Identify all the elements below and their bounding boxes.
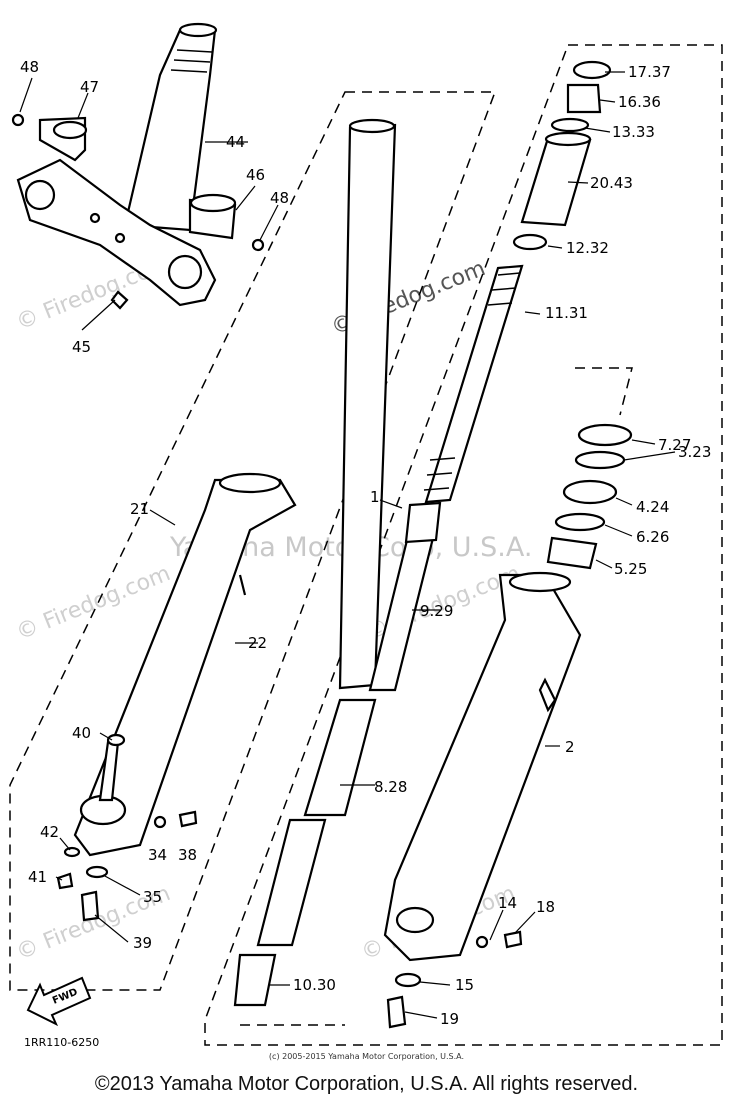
seal-4 [562, 479, 618, 505]
axle-clamp-2 [395, 906, 435, 934]
bolt-48b [251, 238, 265, 252]
spacer-top [544, 131, 592, 147]
bracket-47-ring [52, 120, 88, 140]
label-7-27: 7.27 [658, 436, 691, 454]
part-38 [178, 810, 198, 828]
washer-15 [394, 972, 422, 988]
label-42: 42 [40, 823, 59, 841]
bracket-hole-1 [89, 212, 101, 224]
label-35: 35 [143, 888, 162, 906]
damper-rod-top [404, 501, 442, 544]
fwd-arrow: FWD [26, 976, 92, 1027]
label-22: 22 [248, 634, 267, 652]
inner-tube-top [348, 118, 396, 134]
outer-tube-22 [73, 478, 297, 857]
label-16-36: 16.36 [618, 93, 661, 111]
label-39: 39 [133, 934, 152, 952]
inner-tube-1 [338, 123, 397, 690]
label-5-25: 5.25 [614, 560, 647, 578]
label-15: 15 [455, 976, 474, 994]
inner-tube-assembly [233, 60, 612, 1007]
label-17-37: 17.37 [628, 63, 671, 81]
label-3-23: 3.23 [678, 443, 711, 461]
bolt-40-head [106, 733, 126, 747]
part-14 [475, 935, 489, 949]
left-fork-outline [9, 91, 497, 991]
steering-assembly [11, 22, 265, 310]
seal-7 [577, 423, 633, 447]
ring-13 [550, 117, 590, 133]
label-41: 41 [28, 868, 47, 886]
label-9-29: 9.29 [420, 602, 453, 620]
label-14: 14 [498, 894, 517, 912]
bolt-45 [110, 290, 129, 310]
label-19: 19 [440, 1010, 459, 1028]
label-6-26: 6.26 [636, 528, 669, 546]
label-47: 47 [80, 78, 99, 96]
label-18: 18 [536, 898, 555, 916]
washer-6 [554, 512, 606, 532]
cap-17 [572, 60, 612, 80]
right-outer-tube [383, 423, 633, 1029]
spring-coils [423, 272, 521, 491]
bracket-clamp-right [167, 254, 203, 290]
washer-35 [85, 865, 109, 879]
bolt-48a [11, 113, 25, 127]
outer-tube-2 [383, 573, 582, 962]
label-2: 2 [565, 738, 575, 756]
stem-threads [170, 49, 213, 73]
bracket-hole-2 [114, 232, 126, 244]
label-45: 45 [72, 338, 91, 356]
label-38: 38 [178, 846, 197, 864]
part-labels: 48 47 44 46 48 45 21 22 40 42 34 38 41 3… [20, 58, 711, 1028]
part-18 [503, 930, 523, 949]
label-10-30: 10.30 [293, 976, 336, 994]
part-code: 1RR110-6250 [24, 1036, 100, 1049]
main-copyright: ©2013 Yamaha Motor Corporation, U.S.A. A… [94, 1073, 639, 1095]
label-46: 46 [246, 166, 265, 184]
under-bracket [16, 158, 217, 307]
bolt-19 [386, 995, 407, 1029]
label-44: 44 [226, 133, 245, 151]
label-13-33: 13.33 [612, 123, 655, 141]
bracket-clamp-left [24, 179, 56, 211]
label-34: 34 [148, 846, 167, 864]
cap-16 [566, 83, 602, 114]
watermark-firedog-left: © Firedog.com [13, 561, 174, 645]
spring-11 [424, 264, 524, 504]
seat-12 [512, 233, 548, 251]
part-34 [153, 815, 167, 829]
part-42 [63, 846, 81, 858]
tube-8 [303, 698, 377, 817]
tube-boss [238, 574, 247, 596]
label-48b: 48 [270, 189, 289, 207]
outer-tube-top [218, 472, 282, 494]
nut-41 [56, 872, 74, 890]
part-10 [233, 953, 277, 1007]
label-1: 1 [370, 488, 380, 506]
tube-lower [256, 818, 327, 947]
right-fork-outline [204, 44, 723, 1046]
label-40: 40 [72, 724, 91, 742]
label-20-43: 20.43 [590, 174, 633, 192]
clip-3 [574, 450, 626, 470]
left-outer-tube [56, 472, 297, 922]
bracket-46-ring [189, 193, 237, 213]
label-8-28: 8.28 [374, 778, 407, 796]
dashed-outlines [9, 44, 723, 1046]
leader-lines [19, 71, 676, 1019]
small-copyright: (c) 2005-2015 Yamaha Motor Corporation, … [268, 1052, 465, 1061]
label-21: 21 [130, 500, 149, 518]
label-48a: 48 [20, 58, 39, 76]
outer-tube-2-top [508, 571, 572, 593]
tube-2-boss [538, 677, 557, 713]
label-11-31: 11.31 [545, 304, 588, 322]
stem-top [178, 22, 218, 38]
bushing-5 [546, 536, 598, 570]
label-4-24: 4.24 [636, 498, 669, 516]
label-12-32: 12.32 [566, 239, 609, 257]
upper-kit-outline [575, 367, 633, 416]
spacer-20 [520, 136, 592, 227]
